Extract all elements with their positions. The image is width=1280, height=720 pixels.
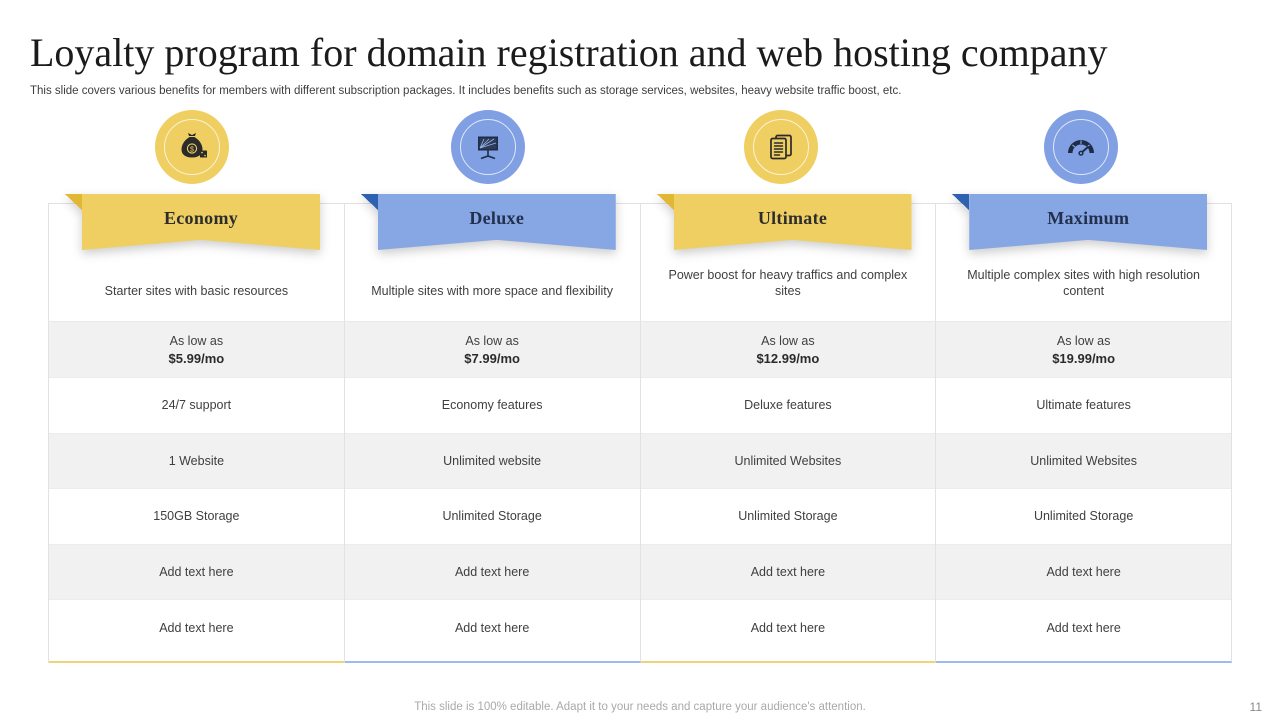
badge-ultimate: [744, 110, 818, 184]
plan-price-deluxe: As low as $7.99/mo: [344, 322, 640, 378]
plan-description-ultimate: Power boost for heavy traffics and compl…: [640, 204, 936, 322]
plan-name-maximum: Maximum: [1047, 207, 1130, 228]
plan-feature: Add text here: [344, 544, 640, 600]
plan-feature: Add text here: [750, 620, 826, 635]
plan-feature: Unlimited Websites: [640, 433, 936, 489]
price-prefix: As low as: [761, 333, 815, 348]
badge-deluxe: [451, 110, 525, 184]
price-prefix: As low as: [1056, 333, 1111, 348]
page-title: Loyalty program for domain registration …: [30, 30, 1108, 75]
plan-name-deluxe: Deluxe: [469, 207, 525, 228]
page-number: 11: [1249, 700, 1262, 714]
plan-ribbon-ultimate: Ultimate: [656, 194, 912, 250]
plan-feature: Add text here: [1046, 620, 1121, 635]
plan-feature: 1 Website: [49, 433, 344, 489]
price-amount: $19.99/mo: [1052, 350, 1116, 366]
page-subtitle: This slide covers various benefits for m…: [30, 85, 902, 97]
price-amount: $5.99/mo: [168, 350, 225, 366]
price-amount: $7.99/mo: [464, 350, 520, 366]
plan-column-ultimate[interactable]: Ultimate Power boost for heavy traffics …: [640, 194, 937, 663]
plan-price-maximum: As low as $19.99/mo: [936, 322, 1231, 378]
plan-feature: 24/7 support: [49, 378, 344, 434]
plan-feature: Add text here: [454, 620, 530, 635]
documents-icon: [764, 130, 798, 164]
plan-icon-badges: $: [48, 110, 1232, 188]
plan-feature: Unlimited Websites: [936, 433, 1231, 489]
svg-text:$: $: [190, 146, 194, 153]
badge-maximum: [1044, 110, 1118, 184]
plan-description-deluxe: Multiple sites with more space and flexi…: [344, 204, 640, 322]
plan-column-maximum[interactable]: Maximum Multiple complex sites with high…: [936, 194, 1232, 663]
plan-feature: Unlimited Storage: [640, 489, 936, 545]
price-prefix: As low as: [465, 333, 519, 348]
plan-feature: Deluxe features: [640, 378, 936, 434]
plan-ribbon-maximum: Maximum: [952, 194, 1208, 250]
plan-price-ultimate: As low as $12.99/mo: [640, 322, 936, 378]
ribbon-fold-icon: [65, 194, 82, 210]
footer-note: This slide is 100% editable. Adapt it to…: [414, 701, 866, 713]
plan-feature: Unlimited Storage: [936, 489, 1231, 545]
plan-feature: Add text here: [936, 544, 1231, 600]
plan-feature: Economy features: [344, 378, 640, 434]
plan-feature: Add text here: [49, 544, 344, 600]
plan-column-deluxe[interactable]: Deluxe Multiple sites with more space an…: [344, 194, 641, 663]
plan-column-economy[interactable]: Economy Starter sites with basic resourc…: [49, 194, 345, 663]
plan-feature: Unlimited website: [344, 433, 640, 489]
plan-price-economy: As low as $5.99/mo: [49, 322, 344, 378]
plan-description-maximum: Multiple complex sites with high resolut…: [936, 204, 1231, 322]
plan-description-economy: Starter sites with basic resources: [49, 204, 344, 322]
plan-feature: Unlimited Storage: [344, 489, 640, 545]
plan-feature: 150GB Storage: [49, 489, 344, 545]
plan-ribbon-economy: Economy: [65, 194, 320, 250]
speedometer-icon: [1064, 130, 1098, 164]
plan-name-ultimate: Ultimate: [757, 207, 828, 228]
plan-feature: Add text here: [640, 544, 936, 600]
badge-economy: $: [155, 110, 229, 184]
money-bag-icon: $: [175, 130, 209, 164]
ribbon-fold-icon: [360, 194, 378, 210]
presentation-board-icon: [471, 130, 505, 164]
pricing-comparison-table: Economy Starter sites with basic resourc…: [48, 194, 1232, 663]
price-prefix: As low as: [169, 333, 224, 348]
plan-ribbon-deluxe: Deluxe: [360, 194, 616, 250]
plan-name-economy: Economy: [163, 207, 239, 228]
plan-feature: Add text here: [159, 620, 234, 635]
ribbon-fold-icon: [952, 194, 970, 210]
plan-feature: Ultimate features: [936, 378, 1231, 434]
ribbon-fold-icon: [656, 194, 674, 210]
price-amount: $12.99/mo: [756, 350, 820, 366]
